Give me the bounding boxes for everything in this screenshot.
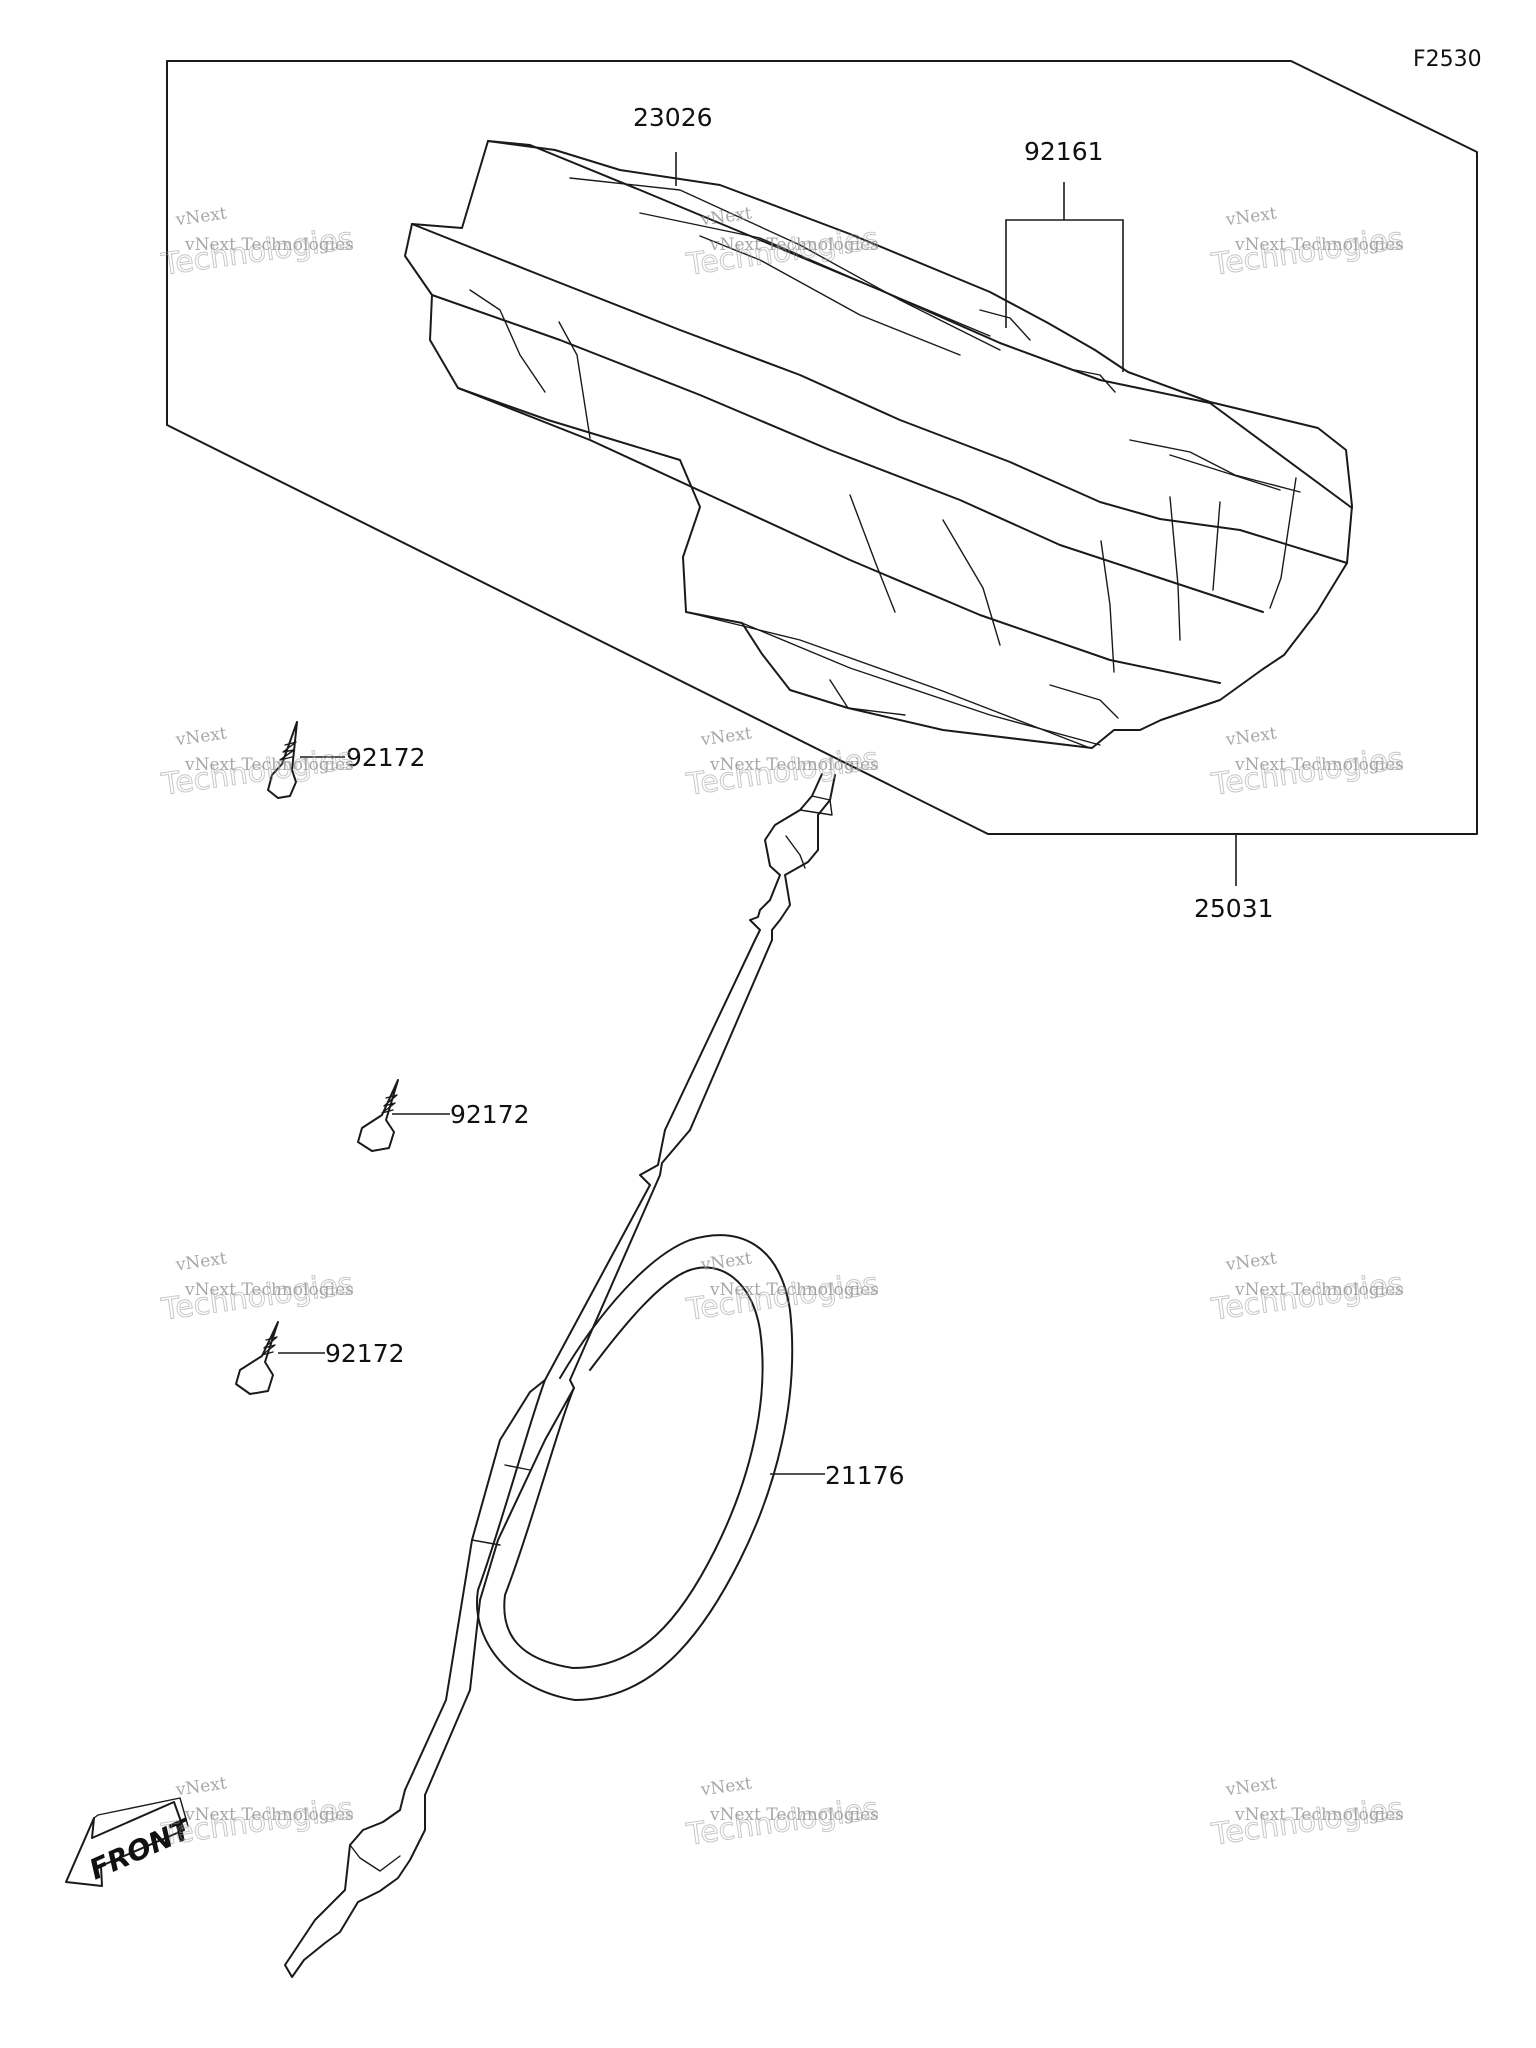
callout-92172-b: 92172 [450, 1100, 530, 1129]
watermark: vNext vNext Technologies Technologies [158, 723, 356, 803]
svg-text:vNext: vNext [1224, 1773, 1278, 1800]
watermark: vNext vNext Technologies Technologies [158, 1248, 356, 1328]
svg-text:Technologies: Technologies [1209, 741, 1406, 803]
bolt-icon [235, 1321, 279, 1395]
svg-text:Technologies: Technologies [159, 1266, 356, 1328]
watermark-grid: vNext vNext Technologies Technologies vN… [158, 203, 1406, 1853]
watermark: vNext vNext Technologies Technologies [1208, 203, 1406, 283]
svg-text:vNext Technologies: vNext Technologies [184, 1280, 354, 1300]
speedometer-cable [284, 773, 836, 1978]
svg-text:Technologies: Technologies [159, 741, 356, 803]
svg-text:Technologies: Technologies [684, 741, 881, 803]
callout-92172-a: 92172 [346, 743, 426, 772]
svg-text:vNext: vNext [699, 723, 753, 750]
callout-23026: 23026 [633, 103, 713, 132]
svg-text:vNext: vNext [699, 203, 753, 230]
watermark: vNext vNext Technologies Technologies [683, 723, 881, 803]
svg-text:vNext: vNext [174, 723, 228, 750]
watermark: vNext vNext Technologies Technologies [1208, 723, 1406, 803]
callout-92161: 92161 [1024, 137, 1104, 166]
svg-text:Technologies: Technologies [684, 1791, 881, 1853]
figure-id: F2530 [1413, 47, 1482, 72]
svg-text:Technologies: Technologies [684, 1266, 881, 1328]
watermark: vNext vNext Technologies Technologies [683, 1773, 881, 1853]
watermark: vNext vNext Technologies Technologies [683, 203, 881, 283]
svg-text:vNext Technologies: vNext Technologies [1234, 1805, 1404, 1825]
watermark: vNext vNext Technologies Technologies [1208, 1773, 1406, 1853]
callout-21176: 21176 [825, 1461, 905, 1490]
callout-25031: 25031 [1194, 894, 1274, 923]
svg-text:Technologies: Technologies [159, 1791, 356, 1853]
svg-text:vNext: vNext [174, 1248, 228, 1275]
watermark: vNext vNext Technologies Technologies [158, 203, 356, 283]
svg-text:vNext Technologies: vNext Technologies [184, 235, 354, 255]
watermark: vNext vNext Technologies Technologies [683, 1248, 881, 1328]
watermark: vNext vNext Technologies Technologies [1208, 1248, 1406, 1328]
svg-text:vNext Technologies: vNext Technologies [1234, 755, 1404, 775]
svg-text:vNext: vNext [1224, 1248, 1278, 1275]
svg-text:vNext Technologies: vNext Technologies [709, 755, 879, 775]
svg-text:vNext: vNext [1224, 723, 1278, 750]
svg-text:vNext: vNext [699, 1248, 753, 1275]
svg-text:vNext: vNext [699, 1773, 753, 1800]
svg-text:vNext Technologies: vNext Technologies [184, 1805, 354, 1825]
svg-text:vNext Technologies: vNext Technologies [709, 1805, 879, 1825]
bolt-icon [267, 721, 298, 799]
watermark: vNext vNext Technologies Technologies [158, 1773, 356, 1853]
assembly-outline [166, 60, 1478, 835]
bolt-icon [357, 1079, 399, 1152]
svg-text:vNext: vNext [174, 203, 228, 230]
svg-text:vNext: vNext [1224, 203, 1278, 230]
svg-text:vNext Technologies: vNext Technologies [709, 235, 879, 255]
callout-92172-c: 92172 [325, 1339, 405, 1368]
svg-text:Technologies: Technologies [1209, 1266, 1406, 1328]
svg-text:vNext Technologies: vNext Technologies [184, 755, 354, 775]
svg-text:vNext Technologies: vNext Technologies [709, 1280, 879, 1300]
svg-text:Technologies: Technologies [1209, 221, 1406, 283]
svg-text:Technologies: Technologies [159, 221, 356, 283]
svg-text:vNext Technologies: vNext Technologies [1234, 1280, 1404, 1300]
svg-text:vNext: vNext [174, 1773, 228, 1800]
meter-body [404, 140, 1353, 749]
svg-text:vNext Technologies: vNext Technologies [1234, 235, 1404, 255]
svg-text:Technologies: Technologies [1209, 1791, 1406, 1853]
